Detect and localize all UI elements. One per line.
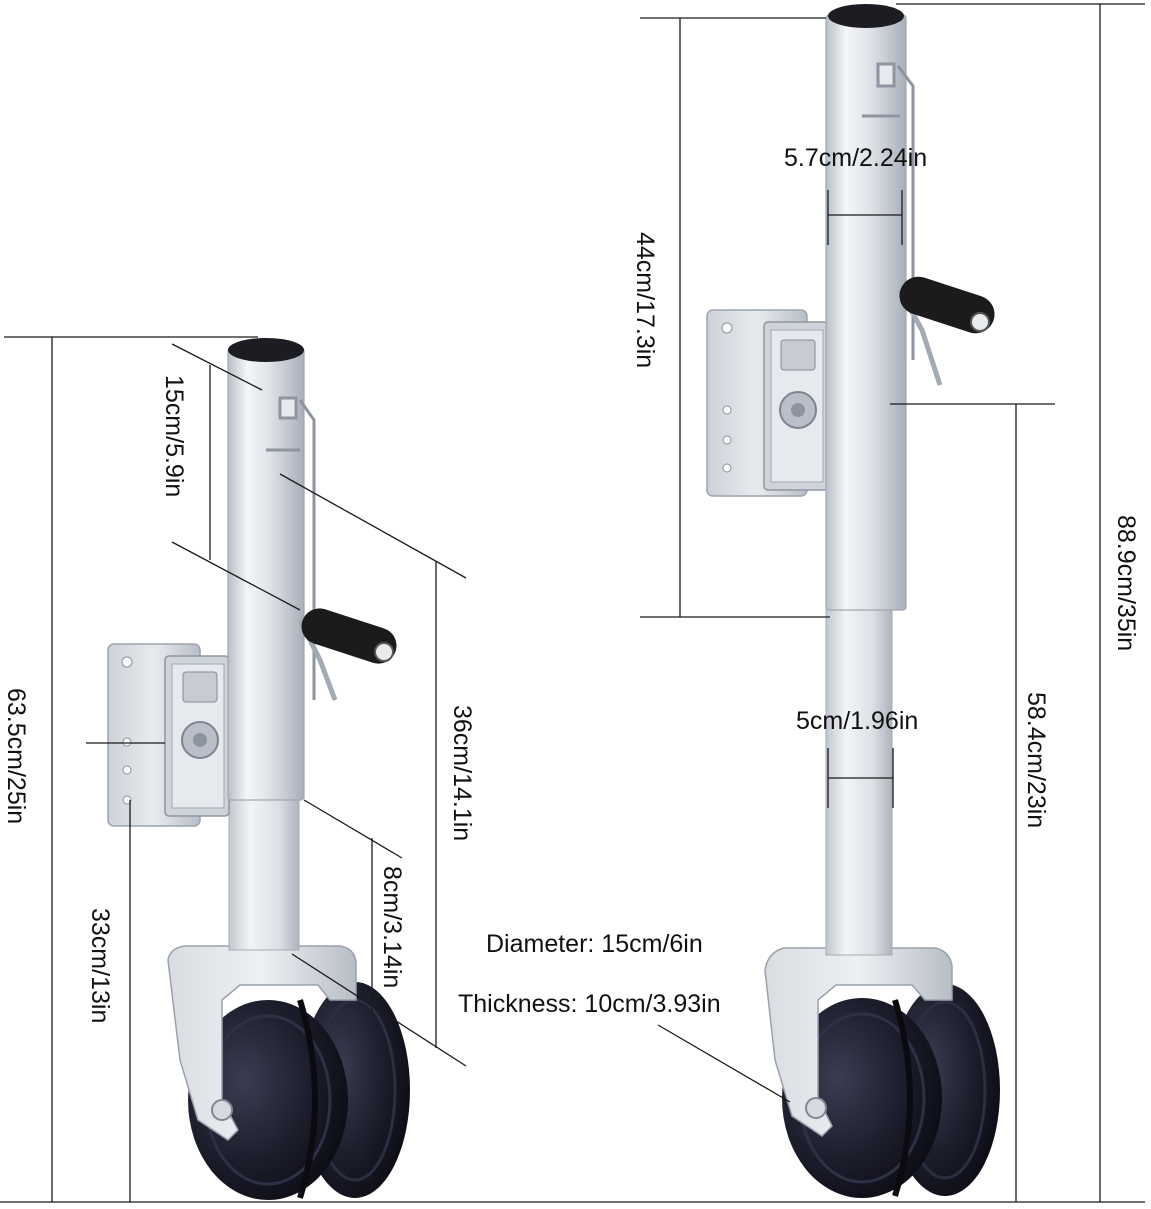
wheel-diameter-label: Diameter: 15cm/6in	[486, 930, 703, 958]
large-jack-top-cap	[828, 4, 904, 28]
small-jack-mount-plate	[107, 643, 230, 827]
small-jack	[107, 338, 410, 1200]
large-jack-outer-tube	[825, 14, 907, 611]
small-jack-inner-tube	[228, 799, 300, 951]
small-top-section-label: 15cm/5.9in	[160, 375, 188, 497]
large-jack-crank-handle	[897, 276, 995, 386]
large-jack	[706, 4, 1000, 1198]
small-jack-axle-bolt	[211, 1099, 233, 1121]
small-jack-top-cap	[228, 338, 304, 362]
small-jack-wheels	[188, 982, 410, 1200]
large-jack-axle-bolt	[805, 1097, 827, 1119]
small-overall-height-label: 63.5cm/25in	[2, 688, 30, 824]
outer-tube-width-label: 5.7cm/2.24in	[784, 144, 927, 172]
dimension-labels: 63.5cm/25in 15cm/5.9in 36cm/14.1in 8cm/3…	[2, 144, 1140, 1023]
small-jack-crank-handle	[297, 608, 397, 701]
small-tube-length-label: 36cm/14.1in	[448, 705, 476, 841]
large-overall-height-label: 88.9cm/35in	[1112, 515, 1140, 651]
small-mount-height-label: 33cm/13in	[86, 908, 114, 1023]
dimension-lines	[0, 3, 1145, 1203]
large-mount-height-label: 58.4cm/23in	[1022, 692, 1050, 828]
large-jack-inner-tube	[825, 604, 893, 956]
large-jack-pin-clip	[862, 62, 915, 360]
wheel-thickness-label: Thickness: 10cm/3.93in	[458, 990, 721, 1018]
small-lower-tube-label: 8cm/3.14in	[378, 866, 406, 988]
large-upper-tube-label: 44cm/17.3in	[631, 232, 659, 368]
inner-tube-width-label: 5cm/1.96in	[796, 707, 918, 735]
small-jack-fork	[167, 945, 357, 1141]
small-jack-pin-clip	[266, 396, 316, 700]
large-jack-fork	[764, 947, 953, 1137]
large-jack-mount-plate	[706, 309, 829, 497]
